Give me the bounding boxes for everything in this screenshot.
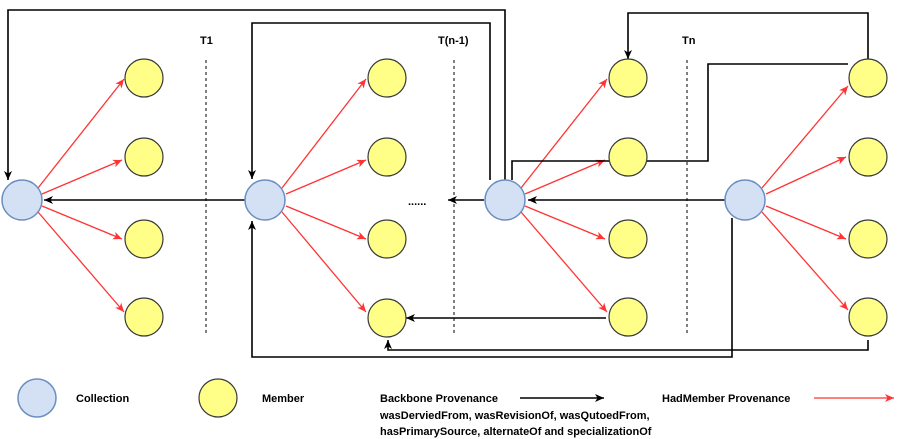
member-node: [124, 137, 164, 177]
legend-backbone-label: Backbone Provenance: [380, 393, 498, 405]
hadmember-edge: [41, 205, 123, 240]
legend-backbone-desc-line2: hasPrimarySource, alternateOf and specia…: [380, 426, 652, 438]
hadmember-edges: [37, 78, 849, 313]
member-node: [848, 219, 888, 259]
hadmember-edge: [41, 159, 123, 195]
legend-hadmember-label: HadMember Provenance: [662, 393, 790, 405]
backbone-edge: [248, 218, 733, 358]
backbone-edges: [4, 9, 869, 358]
backbone-edge: [384, 340, 869, 351]
member-node: [608, 297, 648, 337]
hadmember-edge: [524, 205, 606, 240]
hadmember-edge: [281, 78, 367, 189]
backbone-edge: [624, 12, 869, 60]
legend-collection-label: Collection: [76, 393, 129, 405]
ellipsis-text: ......: [408, 196, 426, 208]
member-node: [124, 58, 164, 98]
member-node: [367, 219, 407, 259]
legend-member-label: Member: [262, 393, 305, 405]
member-node: [367, 298, 407, 338]
hadmember-edge: [524, 159, 606, 195]
member-node: [367, 58, 407, 98]
member-node: [367, 137, 407, 177]
collection-node: [244, 179, 286, 221]
hadmember-edge: [765, 205, 847, 240]
collection-node: [484, 179, 526, 221]
collection-node: [724, 179, 766, 221]
hadmember-edge: [285, 159, 367, 195]
hadmember-edge: [761, 85, 849, 189]
backbone-edge: [4, 9, 506, 180]
member-node: [124, 297, 164, 337]
legend-collection-icon: [17, 378, 57, 418]
member-node: [848, 58, 888, 98]
collection-node: [1, 179, 43, 221]
member-node: [848, 297, 888, 337]
hadmember-edge: [761, 211, 849, 311]
member-node: [124, 219, 164, 259]
hadmember-edge: [281, 211, 367, 313]
legend-member-icon: [198, 378, 238, 418]
member-node: [608, 219, 648, 259]
hadmember-edge: [520, 211, 608, 313]
backbone-edge: [511, 63, 848, 180]
backbone-edge: [248, 22, 491, 180]
member-node: [848, 137, 888, 177]
legend-backbone-desc-line1: wasDerviedFrom, wasRevisionOf, wasQutoed…: [379, 410, 650, 422]
time-label-t1: T1: [200, 35, 213, 47]
time-label-tn: Tn: [682, 35, 696, 47]
hadmember-edge: [520, 78, 608, 189]
hadmember-edge: [765, 156, 847, 195]
member-node: [608, 58, 648, 98]
time-label-tn-minus-1: T(n-1): [438, 35, 469, 47]
hadmember-edge: [285, 205, 367, 240]
hadmember-edge: [37, 211, 125, 313]
legend: Collection Member Backbone Provenance Ha…: [17, 378, 894, 438]
member-node: [608, 137, 648, 177]
hadmember-edge: [37, 78, 125, 189]
